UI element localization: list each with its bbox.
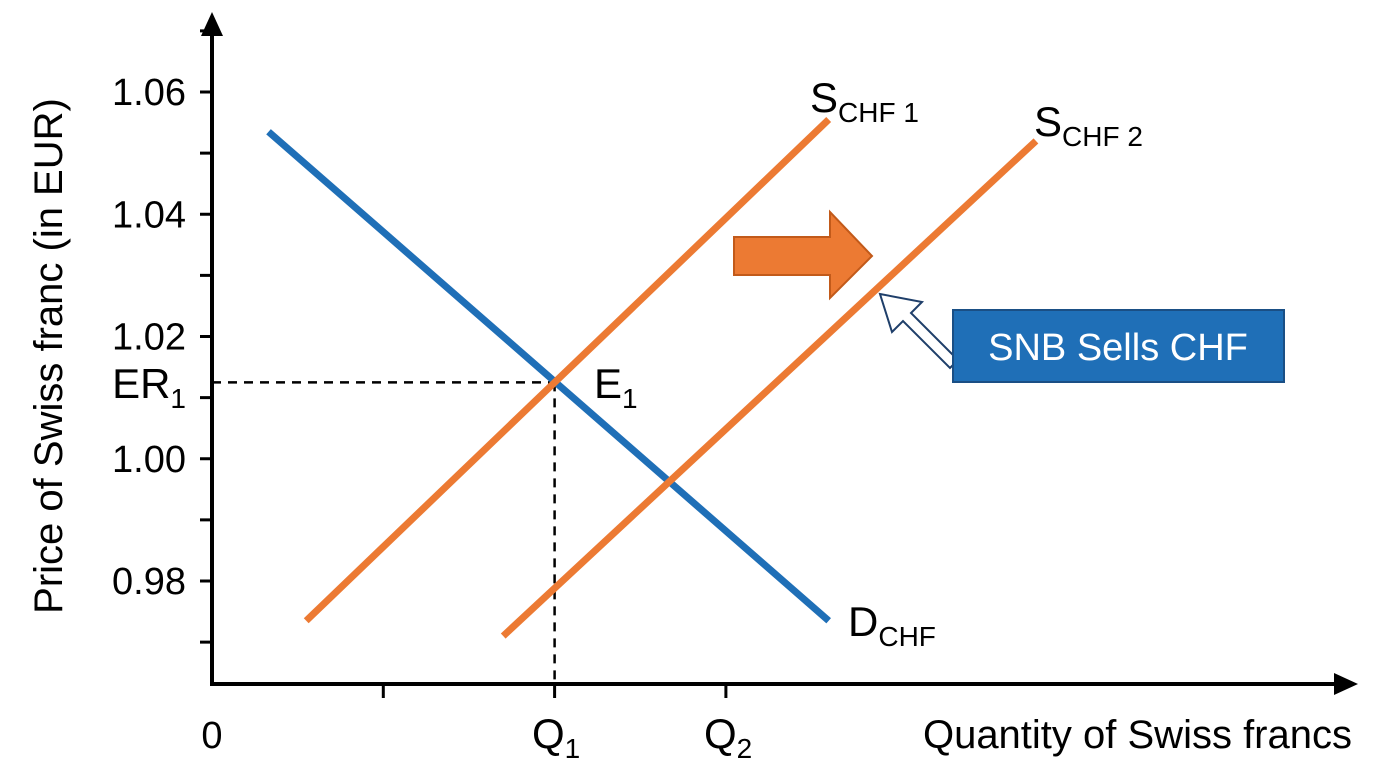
y-tick-label: 0.98: [112, 561, 186, 603]
er1-label: ER1: [112, 360, 186, 414]
snb-callout-box: [952, 309, 1285, 383]
x-axis-arrowhead: [1334, 673, 1358, 695]
series-layer: [266, 116, 1039, 639]
y-tick-label: 1.00: [112, 439, 186, 481]
origin-label: 0: [201, 715, 222, 757]
q2-label: Q2: [704, 710, 752, 764]
supply-curve-2: [500, 138, 1039, 639]
demand-curve: [266, 129, 831, 624]
y-axis-arrowhead: [201, 12, 223, 36]
y-axis-ticks: 0.98 1.00 1.02 1.04 1.06: [112, 29, 212, 644]
callout-pointer-arrow: [878, 292, 960, 370]
supply-shift-arrow: [733, 209, 874, 301]
y-tick-label: 1.02: [112, 317, 186, 359]
snb-callout-text: SNB Sells CHF: [988, 327, 1248, 369]
y-axis-title: Price of Swiss franc (in EUR): [27, 98, 71, 614]
supply-1-label: SCHF 1: [810, 74, 919, 128]
y-tick-label: 1.06: [112, 72, 186, 114]
supply-2-label: SCHF 2: [1034, 98, 1143, 152]
demand-label: DCHF: [848, 598, 936, 652]
q1-label: Q1: [532, 710, 580, 764]
equilibrium-label: E1: [594, 360, 638, 414]
x-axis-ticks: [381, 684, 728, 698]
x-axis-title: Quantity of Swiss francs: [923, 713, 1352, 757]
supply-curve-1: [303, 116, 832, 624]
y-tick-label: 1.04: [112, 194, 186, 236]
